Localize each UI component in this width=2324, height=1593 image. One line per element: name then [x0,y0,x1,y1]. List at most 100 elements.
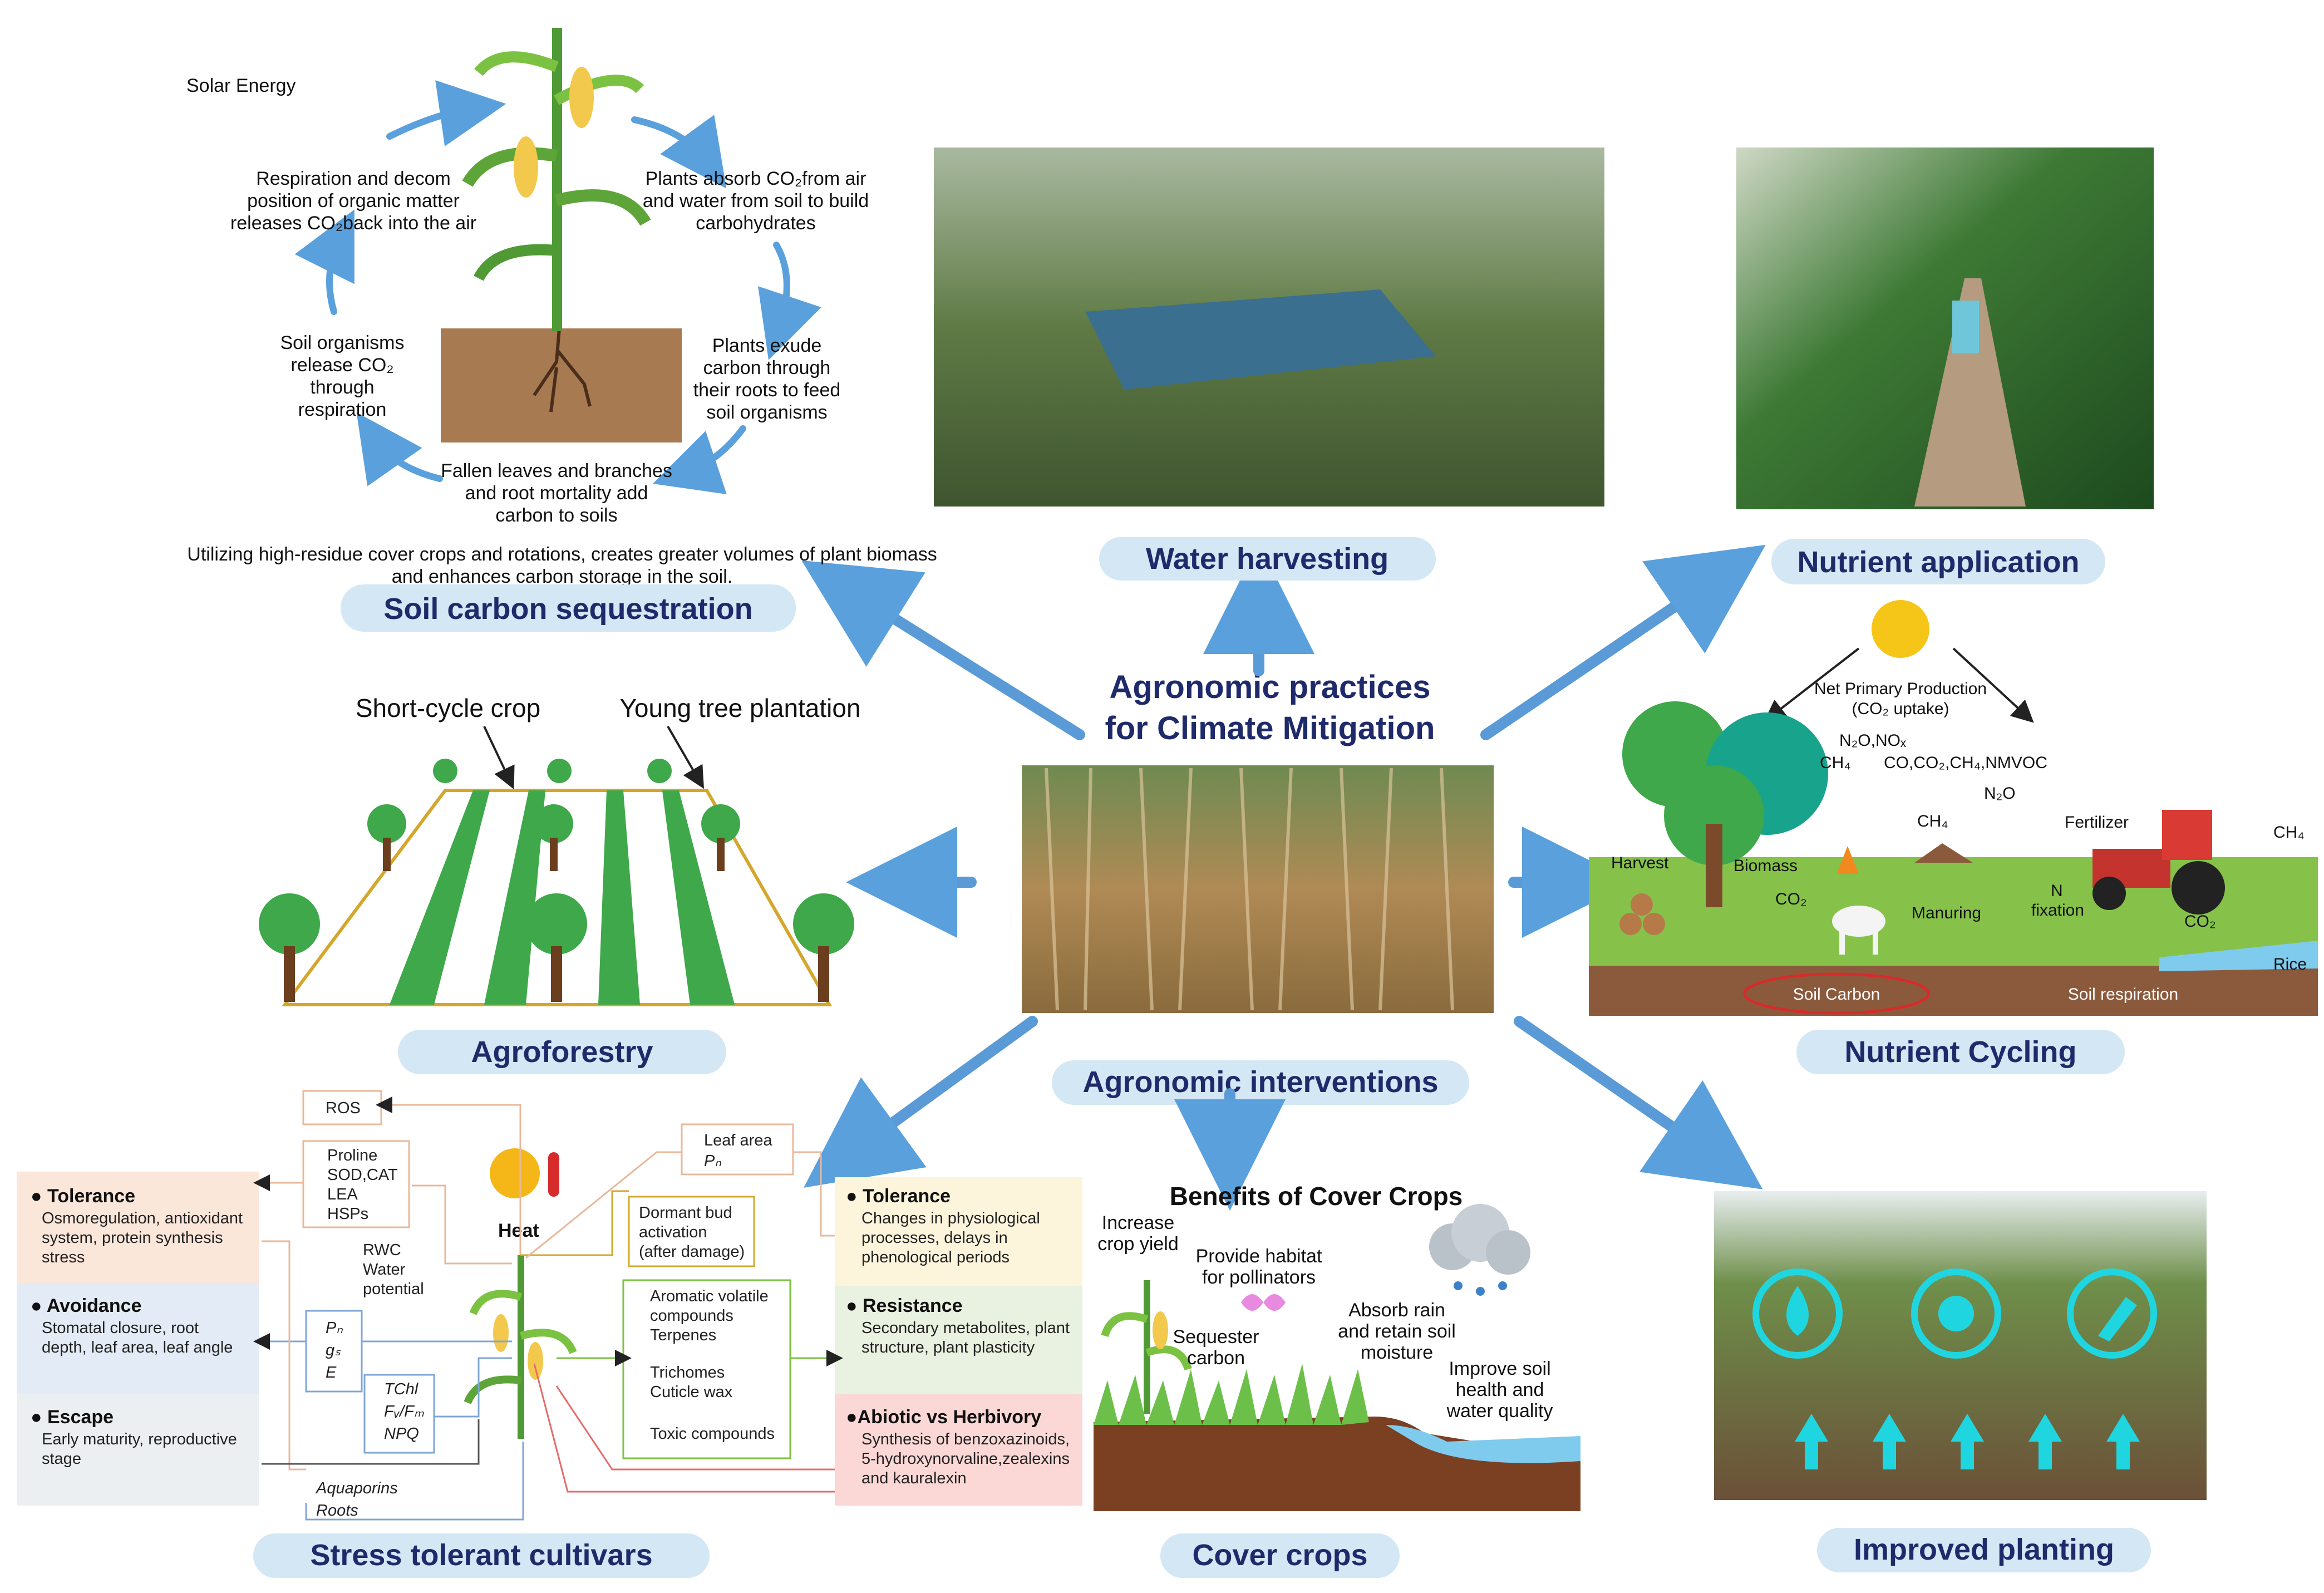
svg-text:depth, leaf area, leaf angle: depth, leaf area, leaf angle [42,1339,233,1356]
text-leaf-area: Leaf area Pₙ [704,1132,772,1170]
svg-text:Absorb rain: Absorb rain [1348,1300,1445,1321]
sun-glyph [1938,1296,1974,1331]
svg-text:through: through [310,377,374,398]
cycle-text-soil-organisms: Soil organisms release CO₂ through respi… [280,332,405,420]
label-soil-carbon: Soil carbon sequestration [383,592,752,626]
cover-text-soil: Improve soil health and water quality [1446,1358,1553,1422]
improved-planting-photo [1714,1191,2207,1500]
svg-text:carbon to soils: carbon to soils [495,505,617,526]
arrow-to-nutrient-application [1480,544,1766,740]
svg-text:Terpenes: Terpenes [650,1326,716,1344]
pill-agroforestry [398,1030,726,1074]
svg-text:Utilizing high-residue cover c: Utilizing high-residue cover crops and r… [187,544,937,565]
soil-block [441,328,682,442]
svg-text:Early maturity, reproductive: Early maturity, reproductive [42,1430,237,1448]
central-arrows [801,543,1766,1211]
svg-text:● Escape: ● Escape [31,1407,114,1428]
svg-text:Leaf area: Leaf area [704,1132,772,1149]
pill-water-harvesting [1099,537,1436,581]
svg-text:Dormant bud: Dormant bud [639,1204,732,1222]
svg-text:processes, delays in: processes, delays in [861,1229,1008,1247]
text-proline: Proline SOD,CAT LEA HSPs [327,1147,398,1223]
svg-text:Fᵥ/Fₘ: Fᵥ/Fₘ [384,1403,425,1420]
svg-text:Aquaporins: Aquaporins [315,1479,398,1497]
ground-soil [1589,966,2318,1016]
svg-text:CO₂: CO₂ [1775,890,1807,908]
svg-text:CO₂: CO₂ [2184,912,2216,931]
label-agroforestry: Agroforestry [471,1035,653,1069]
cover-text-sequester: Sequester carbon [1173,1326,1259,1369]
text-pn: Pₙ gₛ E [326,1319,343,1381]
svg-text:Respiration and decom: Respiration and decom [256,168,451,189]
svg-text:Rice: Rice [2273,955,2307,974]
text-rwc: RWC Water potential [363,1241,424,1298]
svg-text:NPQ: NPQ [384,1425,419,1443]
water-drop-icon [1752,1268,1843,1359]
planting-icons [1752,1268,2157,1359]
center-block: Agronomic practices for Climate Mitigati… [1022,669,1494,1105]
text-dormant-bud: Dormant bud activation (after damage) [639,1204,745,1261]
svg-text:crop yield: crop yield [1097,1233,1179,1255]
heat-sun-icon [490,1148,540,1198]
svg-text:and kauralexin: and kauralexin [861,1469,967,1487]
box-pn [305,1310,363,1393]
pill-nutrient-application [1771,539,2105,584]
svg-text:● Avoidance: ● Avoidance [31,1295,141,1316]
plant-roots [533,328,592,412]
svg-text:system, protein synthesis: system, protein synthesis [42,1229,223,1247]
pill-cover-crops [1160,1533,1400,1578]
label-nutrient-cycling: Nutrient Cycling [1844,1035,2076,1069]
soil-carbon-panel: Solar Energy Plants absorb CO₂from air a… [186,28,937,632]
arrow-to-stress-cultivars [804,1016,1038,1188]
trees [259,759,854,1002]
svg-text:CO,CO₂,CH₄,NMVOC: CO,CO₂,CH₄,NMVOC [1884,754,2047,772]
cover-crops-title: Benefits of Cover Crops [1170,1182,1463,1211]
nutrient-application-panel: Nutrient application [1736,148,2154,584]
svg-text:CH₄: CH₄ [1820,754,1851,772]
svg-text:respiration: respiration [298,399,387,420]
svg-text:CH₄: CH₄ [2273,823,2305,842]
svg-text:Pₙ: Pₙ [326,1319,343,1337]
svg-text:Increase: Increase [1102,1212,1174,1233]
svg-text:activation: activation [639,1223,707,1241]
svg-text:Manuring: Manuring [1912,904,1981,922]
left-avoidance-text: ● Avoidance Stomatal closure, root depth… [31,1295,233,1356]
cover-text-yield: Increase crop yield [1097,1212,1179,1255]
label-improved-planting: Improved planting [1854,1533,2114,1566]
cycle-text-respiration: Respiration and decom position of organi… [230,168,476,234]
svg-text:releases CO₂back into the air: releases CO₂back into the air [230,213,476,234]
svg-text:Aromatic volatile: Aromatic volatile [650,1287,769,1305]
fire-icon [1836,846,1859,874]
svg-text:potential: potential [363,1280,424,1298]
box-left-tolerance [17,1172,259,1283]
box-resistance-traits [622,1279,791,1459]
box-dormant-bud [628,1196,755,1267]
box-ros [302,1090,382,1125]
svg-text:Provide habitat: Provide habitat [1196,1246,1322,1267]
shovel-glyph [2098,1297,2137,1341]
agroforestry-pointers [483,725,705,790]
water-pond [1085,289,1436,390]
label-water-harvesting: Water harvesting [1146,542,1389,576]
butterfly-icon [1241,1294,1286,1311]
pill-improved-planting [1817,1528,2151,1572]
cover-text-habitat: Provide habitat for pollinators [1196,1246,1322,1288]
maize-plant-illustration [462,28,651,331]
svg-text:E: E [326,1364,337,1381]
text-trichomes: Trichomes Cuticle wax [650,1364,733,1401]
cover-text-rain: Absorb rain and retain soil moisture [1338,1300,1456,1363]
label-short-cycle-crop: Short-cycle crop [356,694,540,722]
svg-text:●Abiotic vs Herbivory: ●Abiotic vs Herbivory [846,1407,1041,1428]
svg-text:(CO₂ uptake): (CO₂ uptake) [1852,700,1949,718]
svg-text:5-hydroxynorvaline,zealexins: 5-hydroxynorvaline,zealexins [861,1450,1070,1468]
text-aromatic: Aromatic volatile compounds Terpenes [650,1287,769,1344]
svg-text:Soil organisms: Soil organisms [280,332,405,353]
label-young-tree-plantation: Young tree plantation [619,694,860,722]
svg-text:(after damage): (after damage) [639,1243,745,1261]
svg-text:Changes in physiological: Changes in physiological [861,1210,1040,1227]
cover-grass [1094,1364,1369,1425]
svg-text:Water: Water [363,1261,406,1279]
text-heat: Heat [498,1220,539,1241]
rain-cloud-icon [1429,1204,1530,1296]
cover-soil [1094,1417,1580,1511]
